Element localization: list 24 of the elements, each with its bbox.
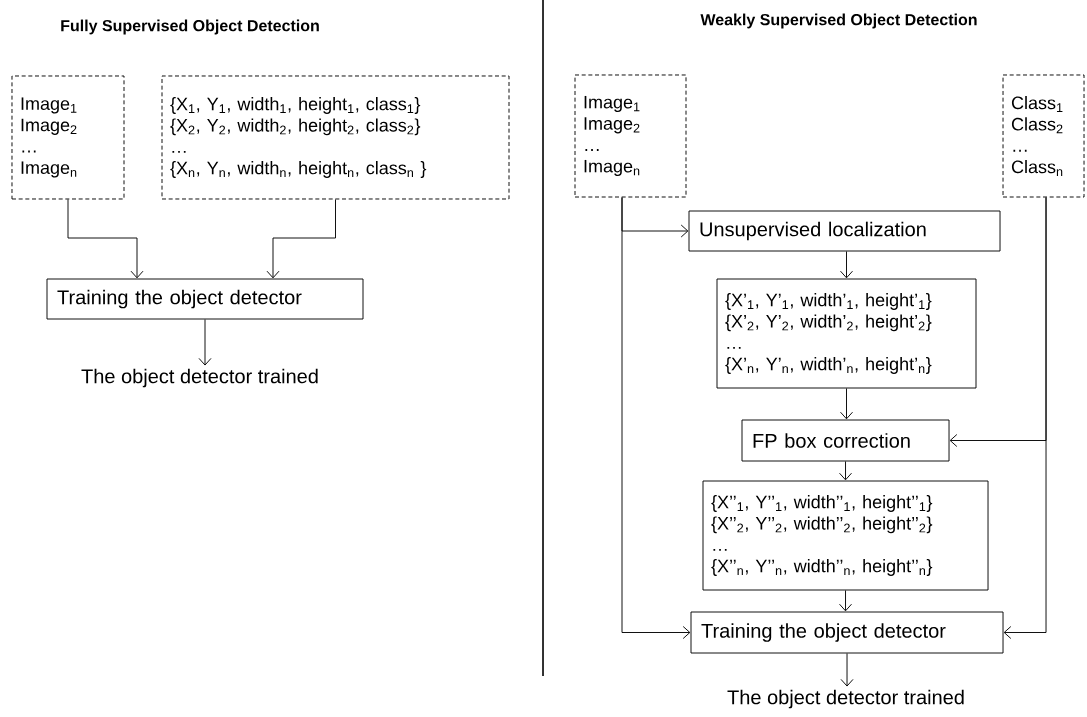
panel-heading: Fully Supervised Object Detection [61, 19, 319, 35]
process-box: Unsupervised localization [688, 210, 1001, 252]
arrow [198, 319, 212, 366]
arrow [266, 199, 336, 279]
annotation-list-box: {X$_{1}$, Y$_{1}$, width$_{1}$, height$_{1}$, class$_{1}$} {X$_{2}$, Y$_{2}$, width$_{2}$, height$_{2}$, class$_{2}$} … {X$_{n}$, Y$_{n}$, width$_{n}$, height$_{n}$, class$_{n}$ } [161, 75, 510, 200]
process-box: FP box correction [741, 419, 950, 462]
arrow [840, 251, 853, 279]
output-text: The object detector trained [727, 689, 964, 709]
arrow [840, 653, 854, 687]
arrow [839, 461, 852, 481]
box-list-box: {X’$_{1}$, Y’$_{1}$, width’$_{1}$, height’$_{1}$} {X’$_{2}$, Y’$_{2}$, width’$_{2}$, height’$_{2}$} … {X’$_{n}$, Y’$_{n}$, width’$_{n}$, height’$_{n}$} [716, 278, 977, 389]
arrow [839, 590, 852, 612]
arrow [67, 199, 144, 279]
process-box: Training the object detector [690, 611, 1004, 654]
output-text: The object detector trained [81, 368, 318, 388]
arrow [840, 388, 853, 420]
process-box: Training the object detector [46, 278, 364, 320]
box-list-box: {X’’$_{1}$, Y’’$_{1}$, width’’$_{1}$, height’’$_{1}$} {X’’$_{2}$, Y’’$_{2}$, width’’$_{2}$, height’’$_{2}$} … {X’’$_{n}$, Y’’$_{n}$, width’’$_{n}$, height’’$_{n}$} [702, 480, 989, 591]
input-list-box: Image$_{1}$ Image$_{2}$ … Image$_{n}$ [11, 75, 125, 200]
arrow [1003, 197, 1047, 639]
class-list-box: Class$_{1}$ Class$_{2}$ … Class$_{n}$ [1002, 74, 1085, 198]
panel-heading: Weakly Supervised Object Detection [700, 13, 977, 29]
input-list-box: Image$_{1}$ Image$_{2}$ … Image$_{n}$ [574, 74, 687, 198]
arrow [621, 197, 691, 639]
